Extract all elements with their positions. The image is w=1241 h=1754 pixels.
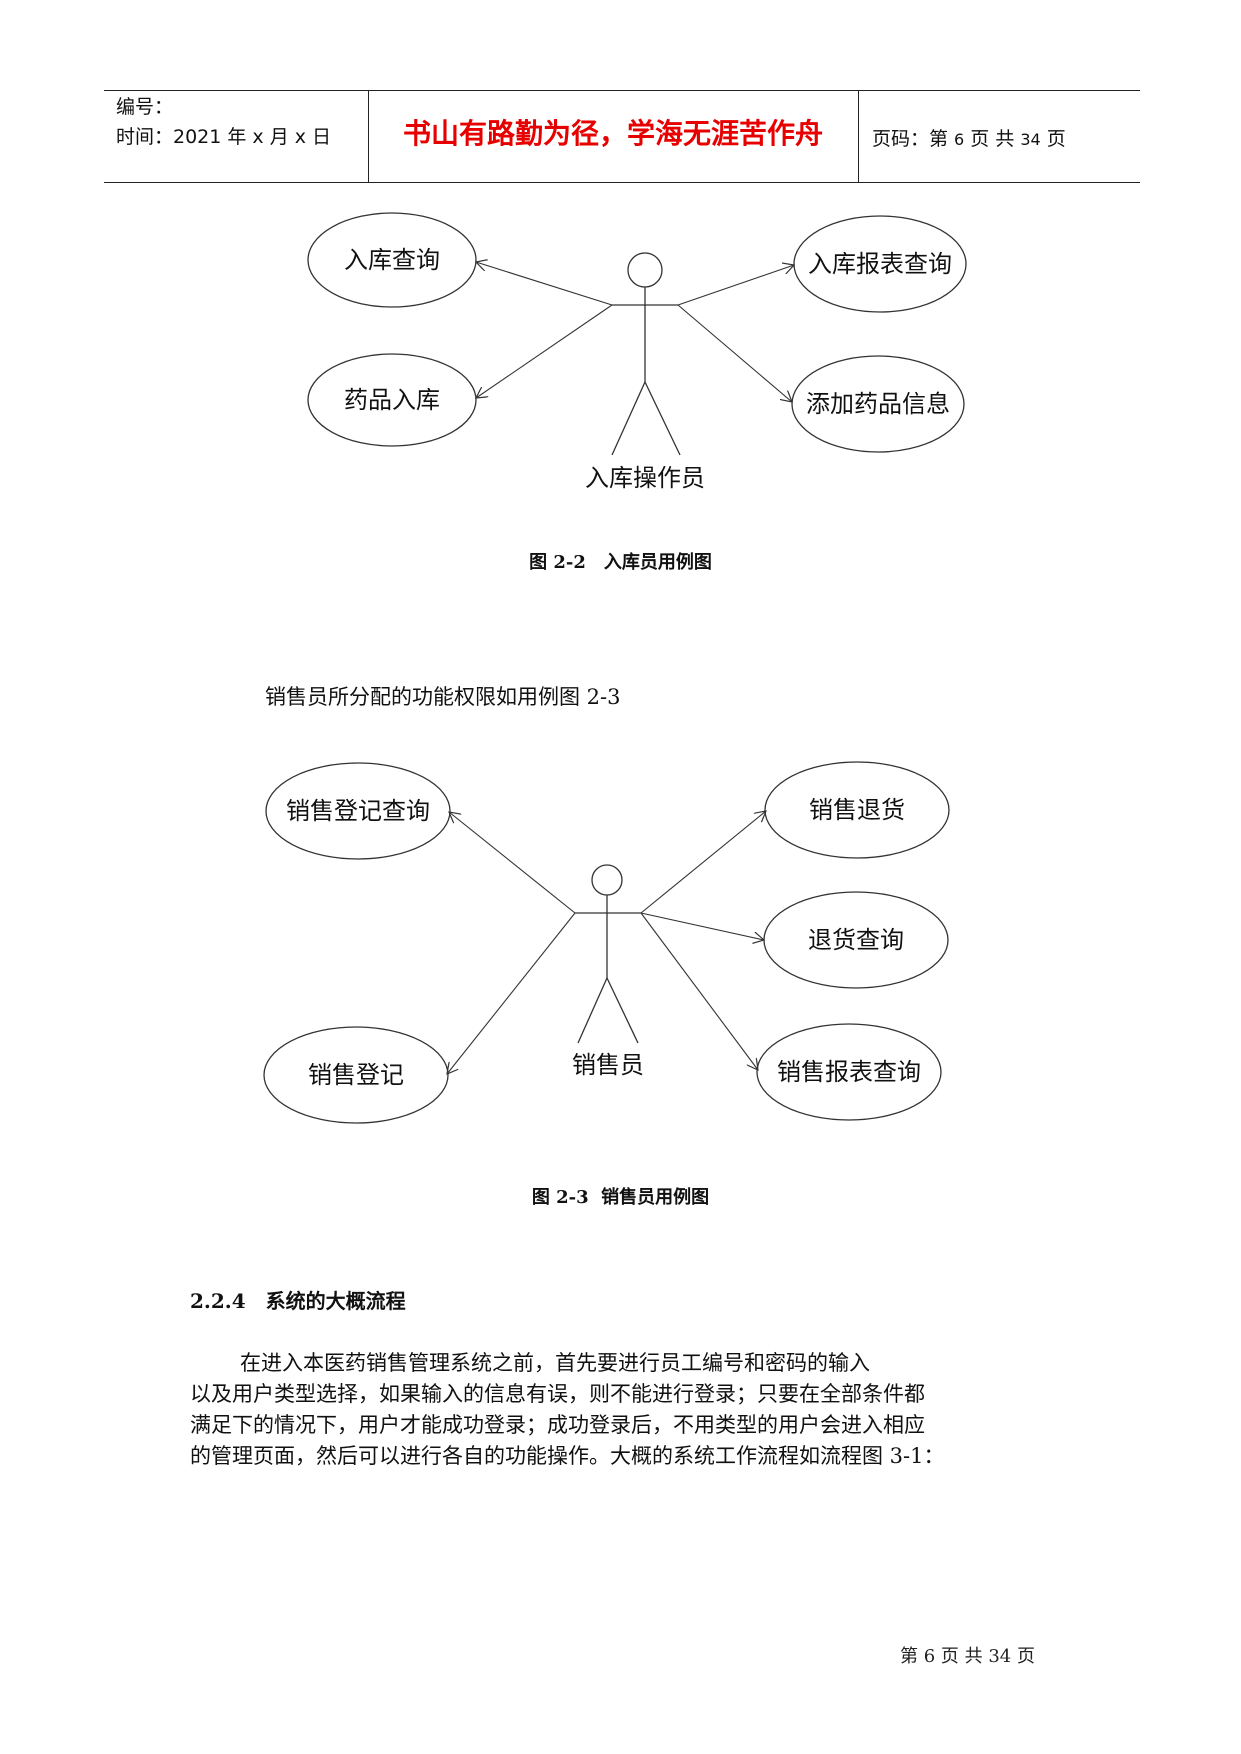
actor-salesperson [575,864,641,1044]
use-case-label: 销售退货 [809,796,905,824]
header-page-indicator: 页码：第 6 页 共 34 页 [872,124,1066,151]
use-case-stock-query: 入库查询 [307,212,477,308]
page-suffix: 页 [1040,128,1066,150]
use-case-stock-report-query: 入库报表查询 [793,215,967,313]
association-arrow [677,265,794,306]
page-prefix: 页码：第 [872,128,955,150]
use-case-sales-record-query: 销售登记查询 [265,762,451,860]
actor-leg-right [606,977,639,1044]
use-case-label: 销售登记 [308,1061,404,1089]
use-case-label: 添加药品信息 [806,390,950,418]
associations-diagram2 [447,811,766,1074]
association-arrow [476,262,613,306]
actor-leg-left [577,977,608,1044]
body-line: 在进入本医药销售管理系统之前，首先要进行员工编号和密码的输入 [240,1351,870,1375]
use-case-label: 入库报表查询 [808,250,952,278]
actor-leg-left [611,381,646,456]
body-line: 以及用户类型选择，如果输入的信息有误，则不能进行登录；只要在全部条件都 [190,1382,925,1406]
association-arrow [449,812,576,914]
header-top-rule [104,90,1140,91]
association-arrow [640,912,764,940]
page-footer: 第 6 页 共 34 页 [900,1646,1035,1667]
associations-diagram1 [476,262,794,402]
header-time: 时间：2021 年 x 月 x 日 [116,126,332,148]
figure-caption-2-2: 图 2-2 入库员用例图 [529,552,712,573]
body-line: 满足下的情况下，用户才能成功登录；成功登录后，不用类型的用户会进入相应 [190,1413,925,1437]
use-case-label: 销售登记查询 [286,797,430,825]
association-arrow [640,811,766,914]
use-case-sales-return: 销售退货 [764,761,950,859]
page-current: 6 [954,130,965,149]
header-motto: 书山有路勤为径，学海无涯苦作舟 [402,117,823,150]
page-middle: 页 共 [964,128,1021,150]
page-total: 34 [1020,130,1041,149]
actor-stock-clerk [611,252,681,456]
actor-label: 销售员 [572,1051,644,1079]
actor-head [591,864,623,896]
header-divider-left [368,90,369,183]
use-case-add-drug-info: 添加药品信息 [791,355,965,453]
use-case-label: 药品入库 [344,386,440,414]
use-case-label: 退货查询 [808,926,904,954]
body-line: 的管理页面，然后可以进行各自的功能操作。大概的系统工作流程如流程图 3-1： [190,1444,945,1468]
section-heading: 2.2.4 系统的大概流程 [190,1289,406,1313]
use-case-label: 入库查询 [344,246,440,274]
header-number: 编号： [116,96,174,118]
association-arrow [447,912,576,1074]
use-case-sales-report-query: 销售报表查询 [756,1023,942,1121]
figure-caption-2-3: 图 2-3 销售员用例图 [531,1187,710,1208]
association-arrow [476,304,613,398]
intro-paragraph: 销售员所分配的功能权限如用例图 2-3 [265,685,621,709]
section-body: 在进入本医药销售管理系统之前，首先要进行员工编号和密码的输入 以及用户类型选择，… [190,1348,1070,1472]
header-meta: 编号： 时间：2021 年 x 月 x 日 [116,92,331,152]
association-arrow [677,304,792,402]
association-arrow [640,912,758,1070]
use-case-sales-record: 销售登记 [263,1026,449,1124]
actor-label: 入库操作员 [585,464,705,492]
actor-head [627,252,663,288]
use-case-label: 销售报表查询 [777,1058,921,1086]
use-case-drug-stock-in: 药品入库 [307,353,477,447]
header-bottom-rule [104,182,1140,183]
use-case-return-query: 退货查询 [763,891,949,989]
header-divider-right [858,90,859,183]
actor-leg-right [644,381,681,456]
